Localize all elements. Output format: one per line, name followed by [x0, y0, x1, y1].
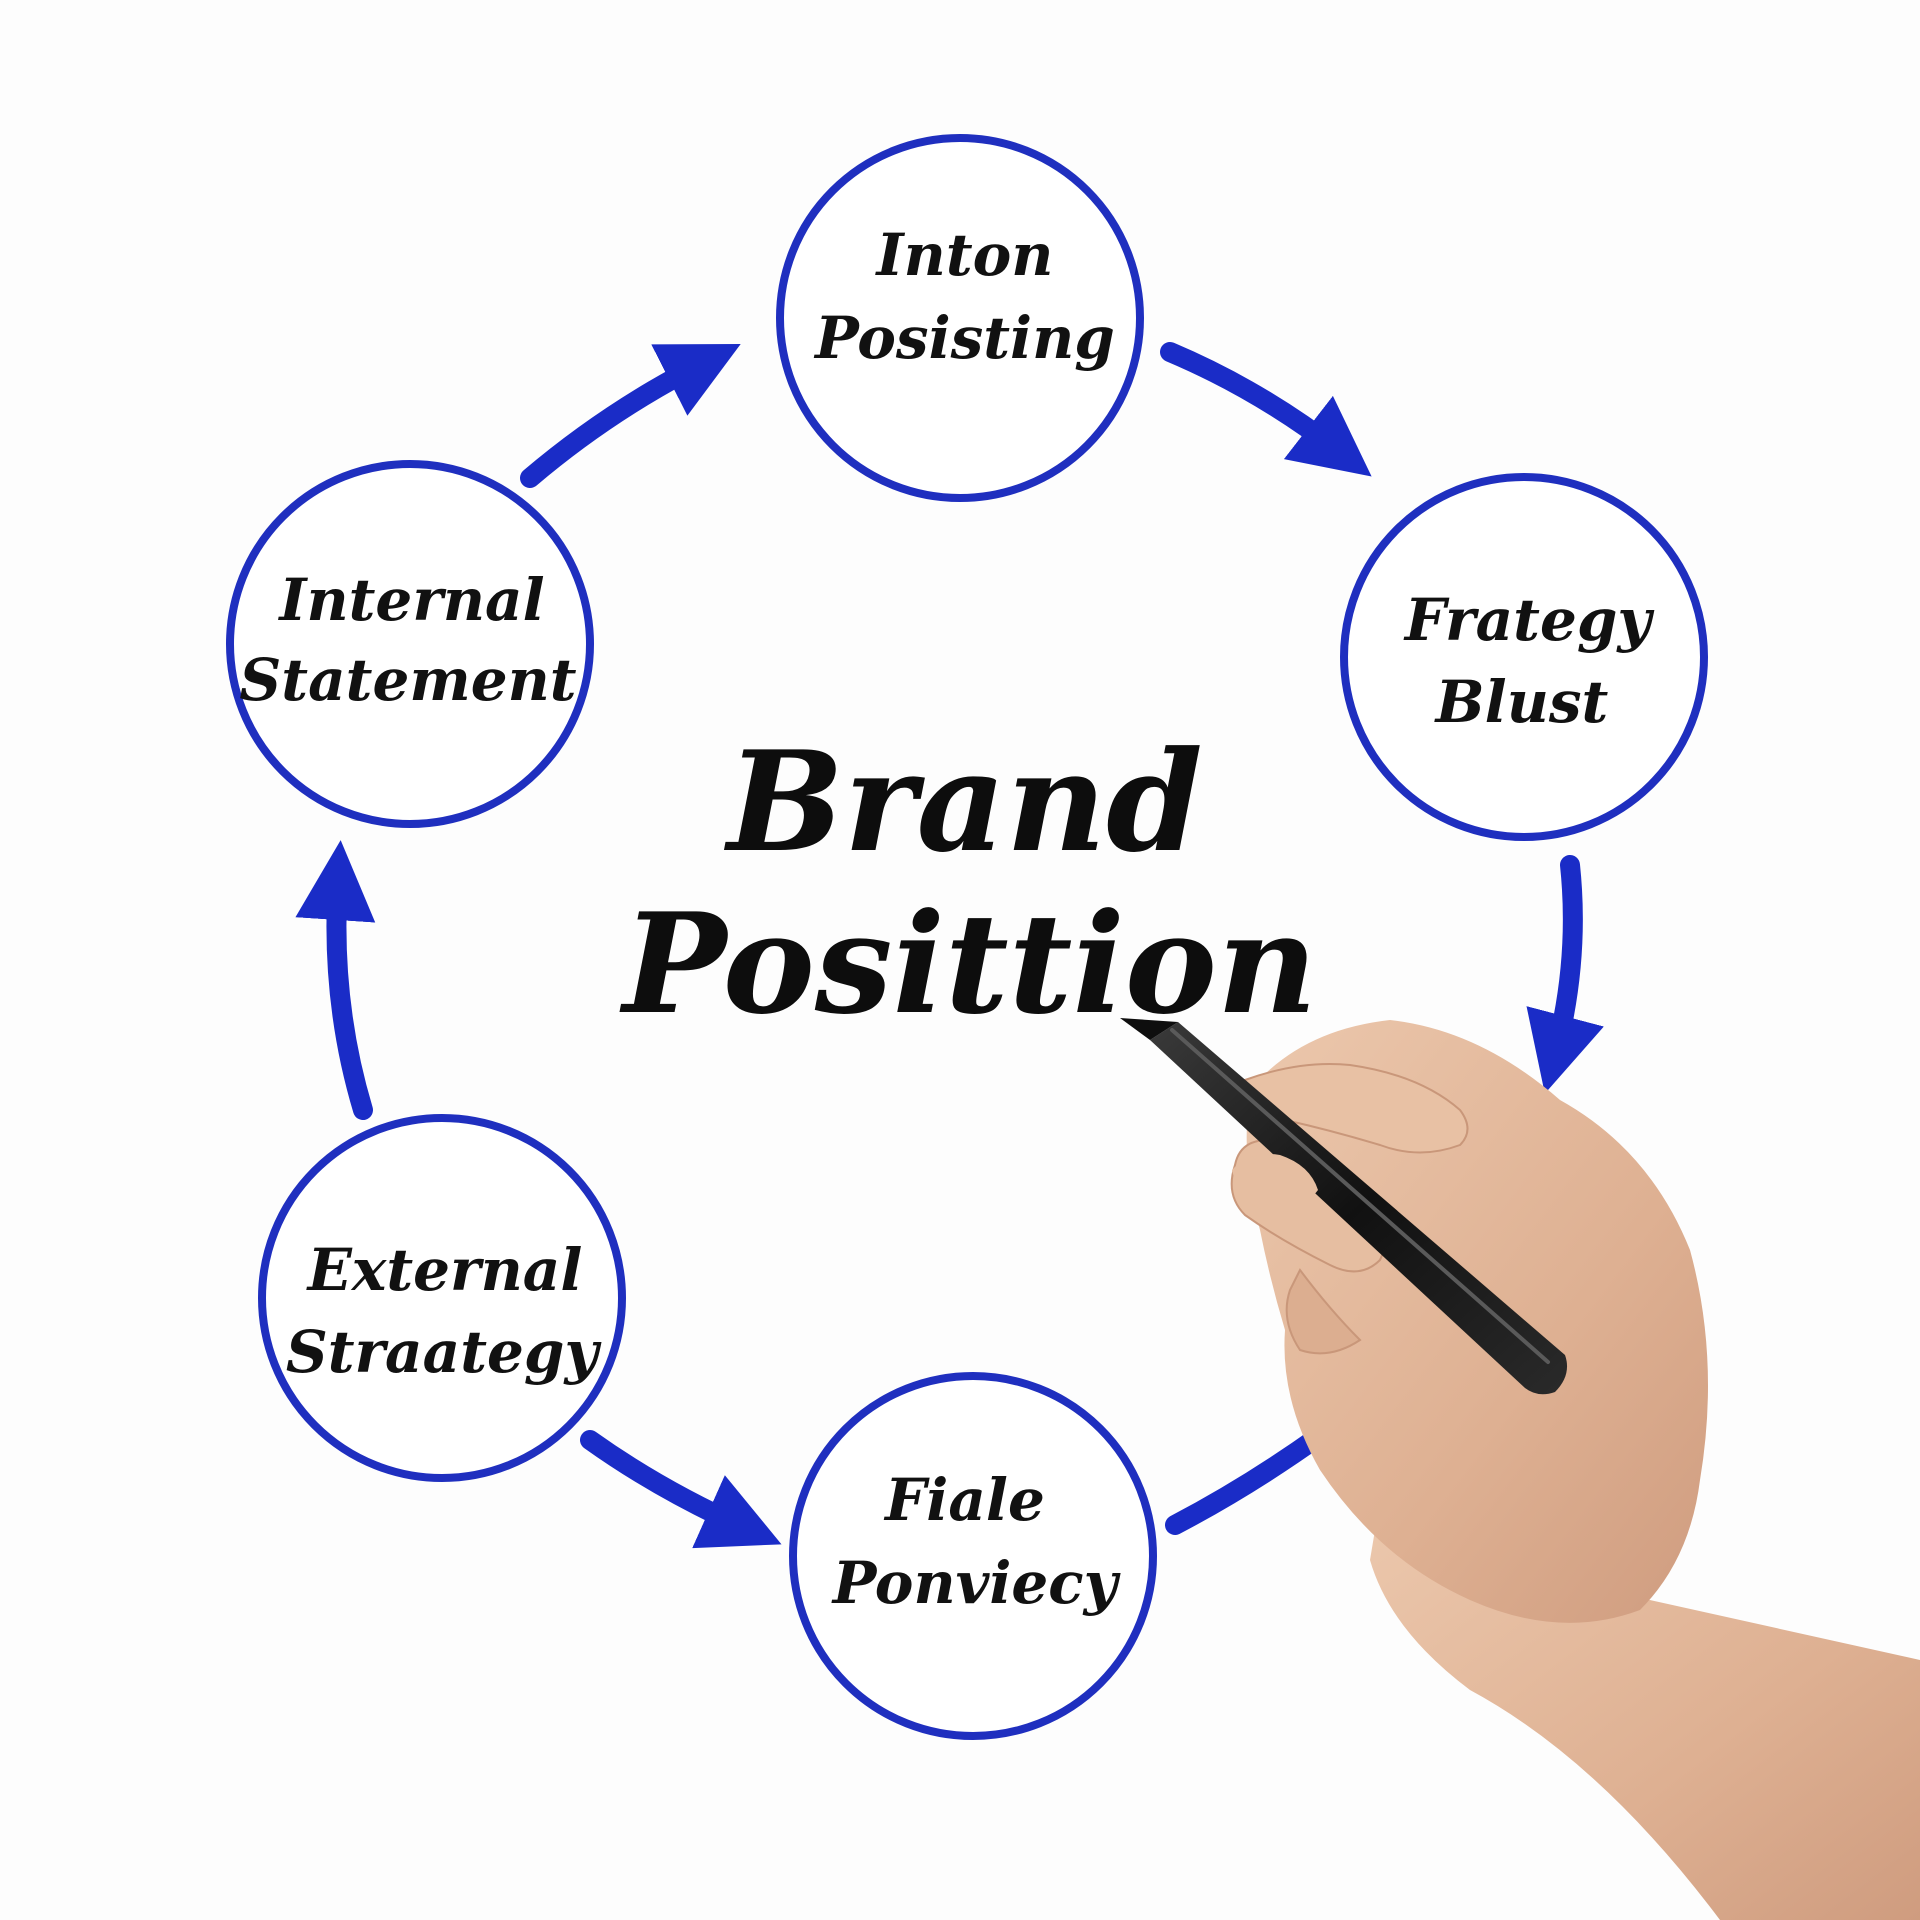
node-circle-internal [226, 460, 594, 828]
center-title-line2: Posittion [619, 882, 1318, 1045]
node-external-line2: Straategy [286, 1318, 603, 1386]
node-fiale-line2: Ponviecy [831, 1549, 1122, 1617]
arrow-external-to-fiale [580, 1430, 782, 1549]
center-title-line1: Brand [723, 720, 1203, 883]
arrow-external-to-internal [295, 840, 376, 1120]
hand-fingers [1285, 1268, 1362, 1355]
node-inton-line1: Inton [875, 221, 1054, 289]
pen-body [1150, 1022, 1568, 1395]
pen-tip [1120, 1018, 1178, 1040]
node-labels: Inton Posisting Frategy Blust Fiale Ponv… [239, 221, 1655, 1617]
center-title: Brand Posittion [619, 720, 1318, 1045]
node-circle-external [258, 1114, 626, 1482]
node-internal-line2: Statement [239, 646, 576, 714]
node-circle-fiale [789, 1372, 1157, 1740]
pen-highlight [1170, 1028, 1550, 1364]
node-circle-inton [776, 134, 1144, 502]
node-external-line1: External [306, 1236, 583, 1304]
hand-holding-pen-icon [1120, 1018, 1920, 1920]
arrow-inton-to-frategy [1160, 342, 1372, 477]
node-circles [226, 134, 1708, 1740]
node-inton-line2: Posisting [813, 304, 1115, 372]
arrow-internal-to-inton [520, 343, 741, 488]
pen-icon [1120, 1018, 1568, 1395]
arrow-frategy-to-fiale [1526, 855, 1604, 1094]
node-circle-frategy [1340, 473, 1708, 841]
hand-thumb-over-pen [1232, 1154, 1318, 1213]
node-frategy-line2: Blust [1434, 668, 1609, 736]
node-frategy-line1: Frategy [1403, 586, 1656, 654]
node-fiale-line1: Fiale [883, 1466, 1045, 1534]
node-internal-line1: Internal [277, 566, 544, 634]
